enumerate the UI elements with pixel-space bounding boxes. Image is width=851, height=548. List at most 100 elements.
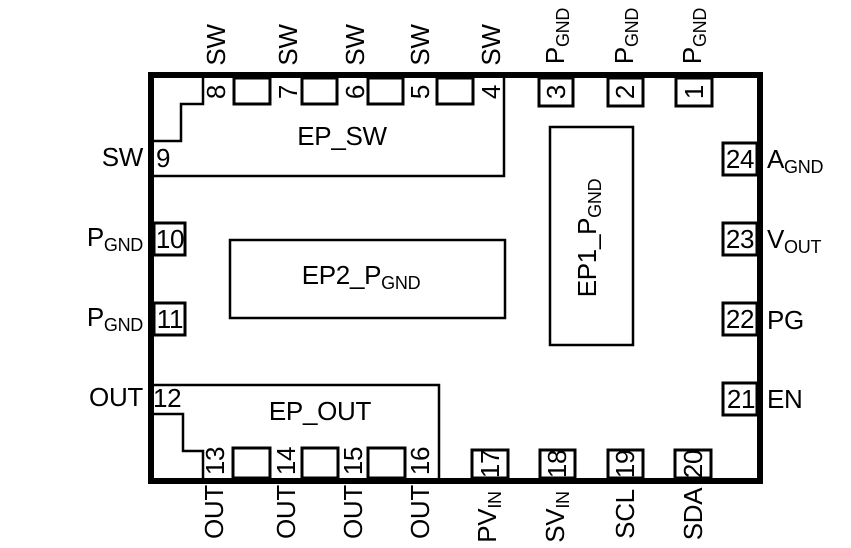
pin-12-number: 12: [153, 383, 182, 413]
pin-box-20: [673, 448, 713, 480]
pin-box-18: [538, 448, 577, 480]
pin-18-label-main: SV: [540, 508, 570, 543]
pin-12-label: OUT: [89, 382, 143, 412]
pad-ep1-pgnd-label: EP1_PGND: [572, 178, 605, 298]
pin-9-label: SW: [101, 142, 144, 172]
pin-24-number: 24: [725, 144, 755, 174]
pin-box-2: [606, 76, 645, 108]
pin-13-label: OUT: [199, 485, 229, 539]
pin-4-number: 4: [476, 84, 506, 100]
pad-ep1-pgnd-label-sub: GND: [585, 178, 605, 218]
pin-17-number: 17: [475, 449, 505, 479]
pin-gap-square-6-5: [366, 76, 405, 106]
pad-ep-sw-outline: [154, 78, 506, 178]
pin-11-label-sub: GND: [103, 315, 143, 335]
pin-20-label: SDA: [678, 487, 708, 541]
pin-21-number: 21: [726, 384, 756, 414]
pin-6-number: 6: [340, 84, 370, 100]
pin-23-label-main: V: [767, 224, 785, 254]
pin-14-label: OUT: [271, 485, 301, 539]
pad-ep2-pgnd-label: EP2_PGND: [302, 262, 421, 292]
pin-10-label-main: P: [86, 222, 104, 252]
pin-gap-square-13-14: [231, 446, 272, 480]
pin-1-label-sub: GND: [690, 7, 710, 48]
pin-1-label-main: P: [677, 47, 707, 65]
pin-16-label: OUT: [405, 485, 435, 539]
pad-ep-sw-label: EP_SW: [297, 121, 387, 151]
pin-17-label: PVIN: [472, 491, 505, 543]
pin-1-label: PGND: [677, 7, 710, 65]
pin-8-number: 8: [201, 84, 231, 100]
pin-18-number: 18: [542, 449, 572, 479]
pin-box-17: [470, 448, 510, 480]
pad-ep1-pgnd-outline: [548, 125, 635, 347]
pin-10-number: 10: [155, 224, 185, 254]
pad-ep2-pgnd-label-main: EP2_P: [301, 260, 382, 290]
pin-box-1: [674, 76, 714, 108]
pin-9-number: 9: [156, 143, 171, 173]
pad-ep-out-label: EP_OUT: [268, 396, 372, 426]
pin-8-label: SW: [201, 24, 231, 66]
pin-11-number: 11: [156, 304, 184, 334]
pin-22-number: 22: [725, 304, 755, 334]
pin-box-22: [721, 301, 759, 337]
pin-3-label: PGND: [540, 7, 573, 65]
pin-6-label: SW: [340, 24, 370, 66]
pin-24-label-sub: GND: [784, 157, 824, 177]
pin-23-label-sub: OUT: [784, 237, 822, 257]
pin-box-24: [721, 141, 759, 177]
pin-15-number: 15: [338, 446, 368, 476]
pin-4-label: SW: [476, 24, 506, 66]
pin-2-label-sub: GND: [622, 7, 642, 48]
pin-gap-square-14-15: [300, 446, 340, 480]
pin-17-label-sub: IN: [485, 491, 505, 509]
pin-23-number: 23: [725, 224, 755, 254]
pin-gap-square-7-6: [300, 76, 339, 106]
pin-7-label: SW: [273, 24, 303, 66]
pin-22-label: PG: [767, 305, 804, 335]
pin-21-label: EN: [767, 384, 803, 414]
pin-gap-square-8-7: [232, 76, 272, 106]
pin-23-label: VOUT: [767, 226, 821, 256]
pin-box-23: [721, 221, 759, 257]
pin-1-number: 1: [679, 84, 709, 100]
package-border: [148, 72, 763, 484]
pad-ep-out-outline: [154, 383, 441, 478]
pin-2-label: PGND: [609, 7, 642, 65]
pin-16-number: 16: [405, 446, 435, 476]
pad-ep2-pgnd-outline: [228, 238, 507, 320]
pin-box-19: [606, 448, 645, 480]
pin-10-label: PGND: [87, 224, 143, 254]
pin-gap-square-5-4: [435, 76, 475, 106]
pin-24-label-main: A: [767, 144, 785, 174]
pin-2-number: 2: [610, 84, 640, 100]
pin-5-number: 5: [405, 84, 435, 100]
pin-14-number: 14: [271, 446, 301, 476]
pin-10-label-sub: GND: [103, 235, 143, 255]
pin-5-label: SW: [405, 24, 435, 66]
pin-18-label: SVIN: [540, 491, 573, 543]
pin-box-10: [152, 221, 187, 257]
pin-11-label-main: P: [86, 302, 104, 332]
pin-24-label: AGND: [767, 146, 823, 176]
pin-3-label-main: P: [540, 47, 570, 65]
pin-18-label-sub: IN: [553, 491, 573, 509]
pin-box-11: [152, 301, 187, 337]
pin-11-label: PGND: [87, 304, 143, 334]
pad-ep2-pgnd-label-sub: GND: [381, 273, 421, 293]
pin-17-label-main: PV: [472, 508, 502, 543]
pin-gap-square-15-16: [366, 446, 407, 480]
pad-ep1-pgnd-label-main: EP1_P: [572, 217, 602, 298]
pin-2-label-main: P: [609, 47, 639, 65]
pin-3-label-sub: GND: [553, 7, 573, 48]
pin-20-number: 20: [678, 449, 708, 479]
pin-19-number: 19: [610, 449, 640, 479]
pin-19-label: SCL: [610, 489, 640, 539]
pin-box-3: [537, 76, 575, 108]
pin-15-label: OUT: [338, 485, 368, 539]
pin-7-number: 7: [273, 84, 303, 100]
pin-13-number: 13: [200, 446, 230, 476]
pin-3-number: 3: [541, 84, 571, 100]
